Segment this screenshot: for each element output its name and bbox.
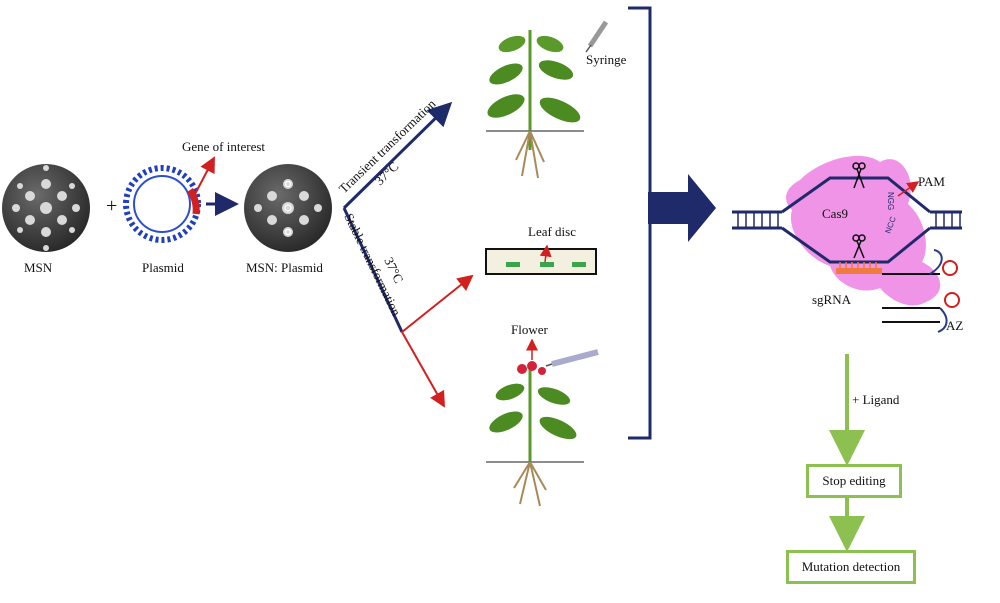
stop-editing-box: Stop editing	[806, 464, 902, 498]
plant-bottom-icon	[486, 361, 584, 507]
scissors-top-icon	[852, 162, 866, 189]
plant-top-icon	[486, 30, 584, 179]
syringe-label: Syringe	[586, 52, 627, 67]
cas9-label: Cas9	[822, 206, 848, 221]
msn-plasmid-sphere-icon	[244, 164, 332, 252]
plus-sign: +	[106, 195, 117, 217]
msn-plasmid-label: MSN: Plasmid	[246, 260, 323, 275]
big-arrow-icon	[648, 174, 716, 242]
leaf-disc-dish-icon	[485, 248, 597, 275]
flower-label: Flower	[511, 322, 549, 337]
dna-rungs	[737, 212, 961, 228]
pam-label: PAM	[918, 174, 945, 189]
msn-label: MSN	[24, 260, 53, 275]
syringe-icon	[585, 20, 609, 53]
sgrna-strand	[836, 249, 960, 333]
gene-of-interest-label: Gene of interest	[182, 139, 266, 154]
stop-editing-label: Stop editing	[822, 473, 886, 488]
az-label: AZ	[946, 318, 964, 333]
syringe-bottom-icon	[545, 349, 599, 367]
msn-sphere-icon	[2, 164, 90, 252]
plasmid-label: Plasmid	[142, 260, 184, 275]
bracket	[628, 6, 652, 440]
dna-ladder	[732, 176, 962, 264]
plasmid-icon	[123, 165, 201, 243]
mutation-detection-label: Mutation detection	[801, 559, 901, 574]
sgrna-label: sgRNA	[812, 292, 852, 307]
leaf-disc-label: Leaf disc	[528, 224, 576, 239]
ngg-label: NGG	[886, 192, 895, 210]
ligand-label: + Ligand	[852, 392, 900, 407]
mutation-detection-box: Mutation detection	[786, 550, 916, 584]
scissors-bottom-icon	[852, 234, 866, 259]
